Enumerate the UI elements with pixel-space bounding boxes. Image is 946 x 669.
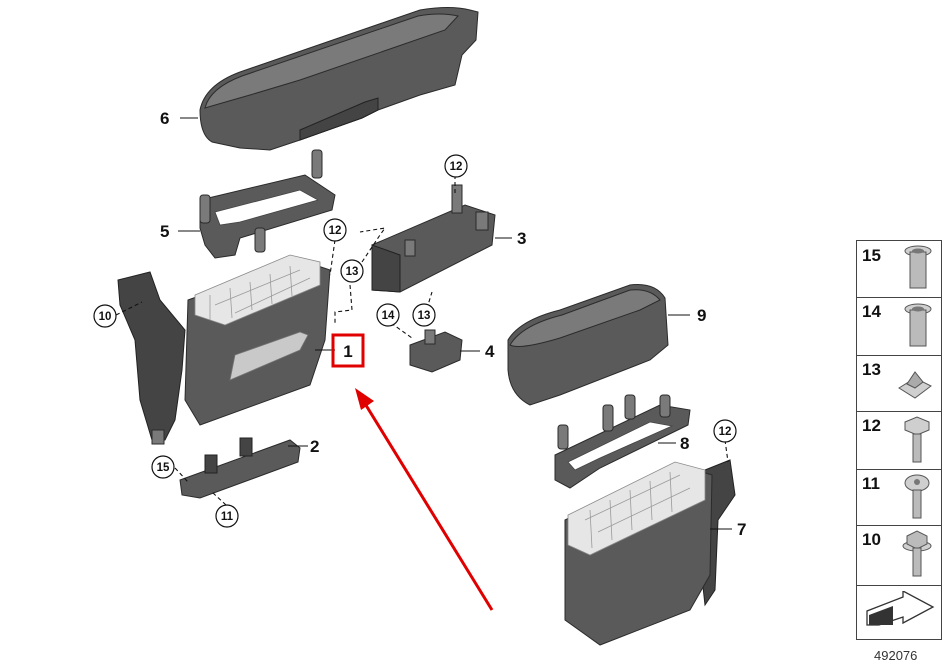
highlight-part-1: 1 [331,333,365,368]
dashed-leaders [115,175,729,506]
legend-number: 15 [862,246,881,265]
callout-14: 14 [376,303,400,327]
callout-12-label: 12 [329,225,342,237]
callout-14-label: 14 [382,310,395,322]
callout-13-label: 13 [346,266,359,278]
arrow-symbol-icon [866,591,935,626]
legend-item-12: 12 [857,411,941,470]
legend-number: 12 [862,416,881,435]
callout-15-label: 15 [157,462,170,474]
callout-10: 10 [93,304,117,328]
part-number-1: 1 [343,342,352,361]
hex-bolt-icon [902,530,932,577]
callout-11: 11 [215,504,239,528]
part-2-bracket [179,437,308,499]
callout-10-label: 10 [99,311,112,323]
legend-item-15: 15 [857,241,941,298]
part-3-holder [371,184,512,293]
part-5-frame [178,149,336,259]
part-number-9: 9 [697,306,706,325]
part-number-2: 2 [310,437,319,456]
callout-12-left: 12 [323,218,347,242]
rivet-nut-icon [904,303,932,347]
legend-item-14: 14 [857,297,941,356]
callout-13-upper: 13 [340,259,364,283]
callout-12-right: 12 [713,419,737,443]
callout-11-label: 11 [221,511,234,523]
legend-number: 13 [862,360,881,379]
part-6-cover [180,7,479,151]
part-number-5: 5 [160,222,169,241]
legend-item-11: 11 [857,469,941,526]
legend-footer [857,585,941,639]
callout-12-label: 12 [719,426,732,438]
legend-item-13: 13 [857,355,941,412]
part-4-clip [409,329,480,373]
part-9-cover [507,284,690,406]
callout-12-label: 12 [450,161,463,173]
part-number-3: 3 [517,229,526,248]
legend-number: 11 [862,474,880,493]
part-number-4: 4 [485,342,495,361]
part-number-7: 7 [737,520,746,539]
part-1-control-unit [117,254,335,445]
callout-15: 15 [151,455,175,479]
part-number-6: 6 [160,109,169,128]
legend-number: 14 [862,302,881,321]
diagram-id: 492076 [874,648,918,663]
clip-nut-icon [898,371,932,399]
rivet-nut-icon [904,245,932,289]
legend-item-10: 10 [857,525,941,586]
callout-13-label: 13 [418,310,431,322]
fastener-legend: 15 14 13 12 11 [856,240,942,640]
red-arrow [355,388,494,611]
part-number-8: 8 [680,434,689,453]
part-8-frame [554,394,691,489]
callout-12-top: 12 [444,154,468,178]
part-7-control-unit [564,459,736,646]
torx-screw-icon [904,474,930,519]
callout-13-lower: 13 [412,303,436,327]
hex-bolt-icon [904,416,930,463]
legend-number: 10 [862,530,881,549]
